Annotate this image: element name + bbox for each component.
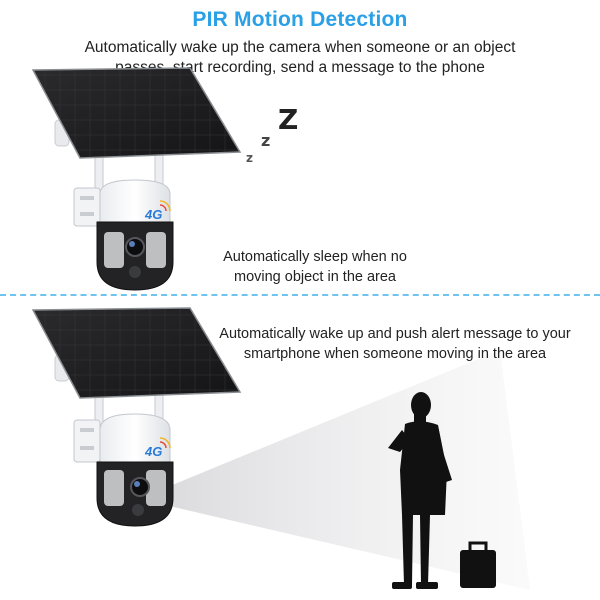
pir-sensor <box>129 266 141 278</box>
led-array-left <box>104 470 124 506</box>
4g-badge: 4G <box>144 207 162 222</box>
subtitle-line-2: passes, start recording, send a message … <box>115 59 485 76</box>
led-array-left <box>104 232 124 268</box>
lens <box>130 477 150 497</box>
camera-top: 4G <box>31 67 242 291</box>
camera-bottom: 4G <box>31 307 242 463</box>
alert-caption-line-2: smartphone when someone moving in the ar… <box>243 346 547 362</box>
section-divider <box>0 294 600 296</box>
pir-sensor <box>132 504 144 516</box>
page-title: PIR Motion Detection <box>192 8 408 31</box>
briefcase-icon <box>460 541 496 588</box>
wall-mount <box>73 419 101 463</box>
alert-caption-line-1: Automatically wake up and push alert mes… <box>219 326 571 342</box>
camera-body <box>99 179 171 223</box>
sleep-z-large: Z <box>278 103 299 136</box>
alert-caption: Automatically wake up and push alert mes… <box>195 324 595 364</box>
sleep-z-medium: z <box>261 131 271 150</box>
page-subtitle: Automatically wake up the camera when so… <box>20 38 580 78</box>
sleep-caption: Automatically sleep when no moving objec… <box>200 247 430 287</box>
sleep-caption-line-2: moving object in the area <box>233 269 396 285</box>
camera-bottom-dome <box>96 461 174 527</box>
detection-beam <box>165 350 530 590</box>
led-array-right <box>146 232 166 268</box>
4g-badge: 4G <box>144 444 162 459</box>
wall-mount <box>73 187 101 227</box>
sleep-z-small: z <box>246 151 253 165</box>
subtitle-line-1: Automatically wake up the camera when so… <box>84 39 516 56</box>
sleep-caption-line-1: Automatically sleep when no <box>223 249 407 265</box>
lens <box>125 237 145 257</box>
person-silhouette-icon <box>388 392 452 589</box>
led-array-right <box>146 470 166 506</box>
camera-body <box>99 413 171 463</box>
